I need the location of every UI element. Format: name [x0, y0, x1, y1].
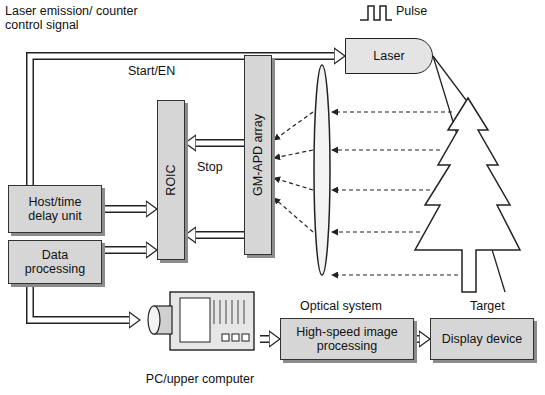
- arrow-outline: [196, 139, 244, 147]
- arrow-outline: [102, 246, 146, 254]
- echo-rays: [274, 112, 458, 275]
- computer-icon: [140, 284, 260, 356]
- laser-emitter: Laser: [345, 38, 433, 74]
- arrow-outline: [260, 335, 269, 343]
- signal-arrow: [414, 339, 419, 340]
- signal-label: Laser emission/ counter control signal: [5, 4, 155, 33]
- arrow-body: [196, 141, 244, 146]
- signal-arrow: [102, 250, 146, 251]
- node-text: Host/time delay unit: [9, 195, 101, 224]
- node-text: PC/upper computer: [142, 372, 258, 390]
- arrow-body: [260, 337, 269, 342]
- arrow-outline: [102, 205, 146, 213]
- signal-label: Start/EN: [128, 64, 175, 78]
- pulse-label: Pulse: [396, 4, 427, 18]
- host-unit-box: Host/time delay unit: [8, 185, 102, 233]
- node-text: Laser: [369, 49, 408, 63]
- target-tree: [415, 98, 520, 292]
- signal-arrow: [260, 339, 269, 340]
- signal-label: Stop: [197, 160, 223, 174]
- roic-box: ROIC: [157, 100, 185, 260]
- image-processing-box: High-speed image processing: [280, 318, 414, 360]
- signal-arrow: [196, 235, 244, 236]
- pc-computer: PC/upper computer: [140, 284, 260, 390]
- node-text: ROIC: [164, 164, 178, 195]
- apd-array-box: GM-APD array: [244, 55, 272, 255]
- signal-arrow: [196, 143, 244, 144]
- arrow-outline: [30, 284, 129, 320]
- optics-label: Optical system: [300, 299, 382, 313]
- signal-arrow: [30, 284, 129, 320]
- arrow-outline: [414, 335, 419, 343]
- arrow-body: [414, 337, 419, 342]
- data-processing-box: Data processing: [8, 240, 102, 284]
- node-text: High-speed image processing: [281, 325, 413, 354]
- arrow-body: [30, 284, 129, 320]
- target-label: Target: [470, 299, 505, 313]
- arrow-body: [102, 207, 146, 212]
- signal-arrow: [102, 209, 146, 210]
- pulse-symbol: [360, 6, 392, 20]
- node-text: Display device: [438, 332, 527, 346]
- node-text: GM-APD array: [251, 114, 265, 196]
- optical-lens: [314, 65, 330, 275]
- node-text: Data processing: [9, 248, 101, 277]
- arrow-outline: [196, 231, 244, 239]
- display-device-box: Display device: [430, 318, 534, 360]
- arrow-body: [196, 233, 244, 238]
- arrow-body: [102, 248, 146, 253]
